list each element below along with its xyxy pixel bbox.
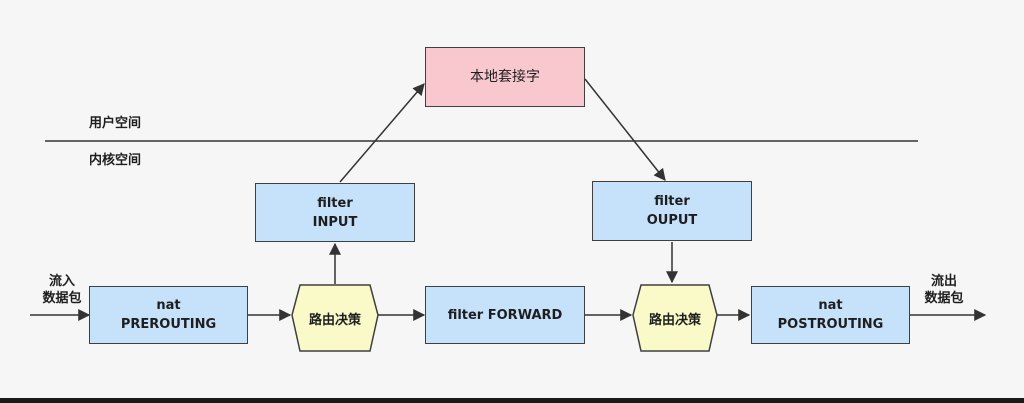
- inbound-line2: 数据包: [42, 291, 82, 306]
- filter-input-line2: INPUT: [312, 214, 358, 230]
- routing-decision-hexagon-2: [632, 284, 718, 352]
- filter-forward-label: filter FORWARD: [447, 307, 563, 323]
- outbound-line2: 数据包: [924, 291, 964, 306]
- local-socket-box: 本地套接字: [425, 47, 585, 107]
- nat-prerouting-box: nat PREROUTING: [89, 286, 248, 344]
- inbound-line1: 流入: [48, 274, 75, 289]
- nat-postrouting-line1: nat: [818, 298, 843, 313]
- bottom-edge: [0, 398, 1024, 403]
- filter-input-box: filter INPUT: [255, 183, 415, 242]
- outbound-line1: 流出: [930, 274, 957, 289]
- routing-decision-label-1: 路由决策: [308, 312, 361, 328]
- filter-forward-box: filter FORWARD: [425, 286, 585, 344]
- outbound-label: 流出 数据包: [918, 273, 970, 307]
- nat-prerouting-line1: nat: [156, 298, 181, 313]
- nat-postrouting-line2: POSTROUTING: [777, 317, 884, 332]
- routing-decision-hexagon-1: [291, 284, 379, 352]
- filter-output-box: filter OUPUT: [592, 181, 752, 241]
- routing-decision-label-2: 路由决策: [648, 312, 701, 328]
- arrow-input-to-socket: [339, 83, 425, 183]
- arrow-socket-to-output: [584, 78, 666, 181]
- filter-output-line1: filter: [654, 194, 690, 209]
- filter-output-line2: OUPUT: [646, 213, 698, 228]
- filter-input-line1: filter: [317, 195, 353, 211]
- inbound-label: 流入 数据包: [36, 273, 88, 307]
- nat-postrouting-box: nat POSTROUTING: [751, 286, 910, 344]
- local-socket-label: 本地套接字: [470, 68, 540, 85]
- nat-prerouting-line2: PREROUTING: [120, 317, 217, 332]
- user-space-label: 用户空间: [89, 116, 142, 131]
- kernel-space-label: 内核空间: [89, 153, 142, 168]
